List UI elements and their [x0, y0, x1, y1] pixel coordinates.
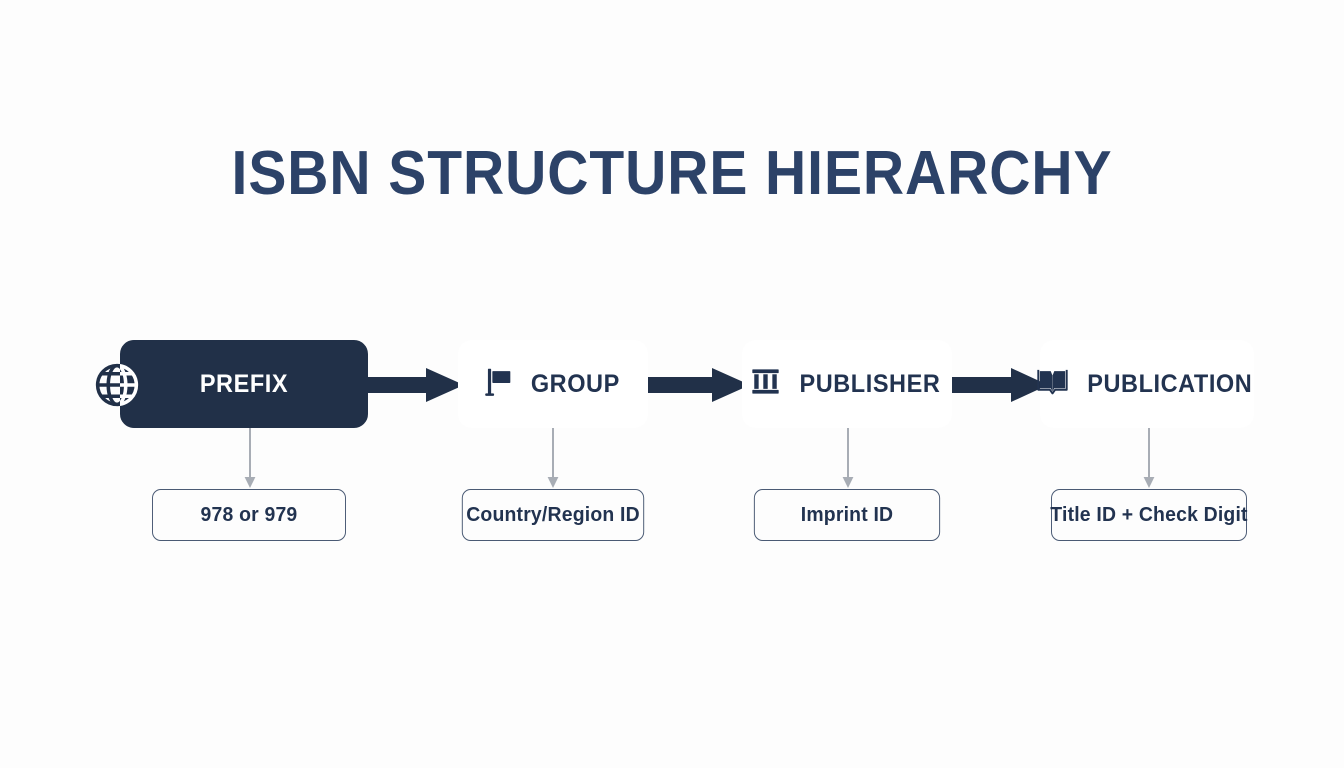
block-arrow-group-to-publisher: [640, 368, 750, 402]
block-arrow-prefix-to-group: [352, 368, 464, 402]
caption-box-prefix: 978 or 979: [152, 489, 346, 541]
drop-connector-publication: [1142, 426, 1156, 492]
bank-icon: [750, 366, 781, 402]
drop-connector-prefix: [243, 426, 257, 492]
caption-box-publication: Title ID + Check Digit: [1050, 489, 1248, 541]
flag-icon: [484, 366, 514, 403]
caption-box-publisher: Imprint ID: [753, 489, 941, 541]
open-book-icon: [1037, 366, 1068, 402]
flow-node-prefix-label: PREFIX: [199, 369, 289, 398]
caption-box-group: Country/Region ID: [461, 489, 645, 541]
flow-node-publisher-label: PUBLISHER: [799, 369, 940, 398]
flow-node-prefix[interactable]: PREFIX: [120, 340, 368, 428]
flow-node-publication-label: PUBLICATION: [1086, 369, 1253, 398]
flow-node-group[interactable]: GROUP: [458, 340, 648, 428]
flow-node-publisher[interactable]: PUBLISHER: [742, 340, 952, 428]
drop-connector-group: [546, 426, 560, 492]
flow-node-group-label: GROUP: [530, 369, 620, 398]
flow-node-publication[interactable]: PUBLICATION: [1037, 340, 1254, 428]
page-title: ISBN STRUCTURE HIERARCHY: [231, 139, 1113, 208]
drop-connector-publisher: [841, 426, 855, 492]
block-arrow-publisher-to-publication: [944, 368, 1048, 402]
flow-diagram: PREFIX: [0, 340, 1344, 432]
